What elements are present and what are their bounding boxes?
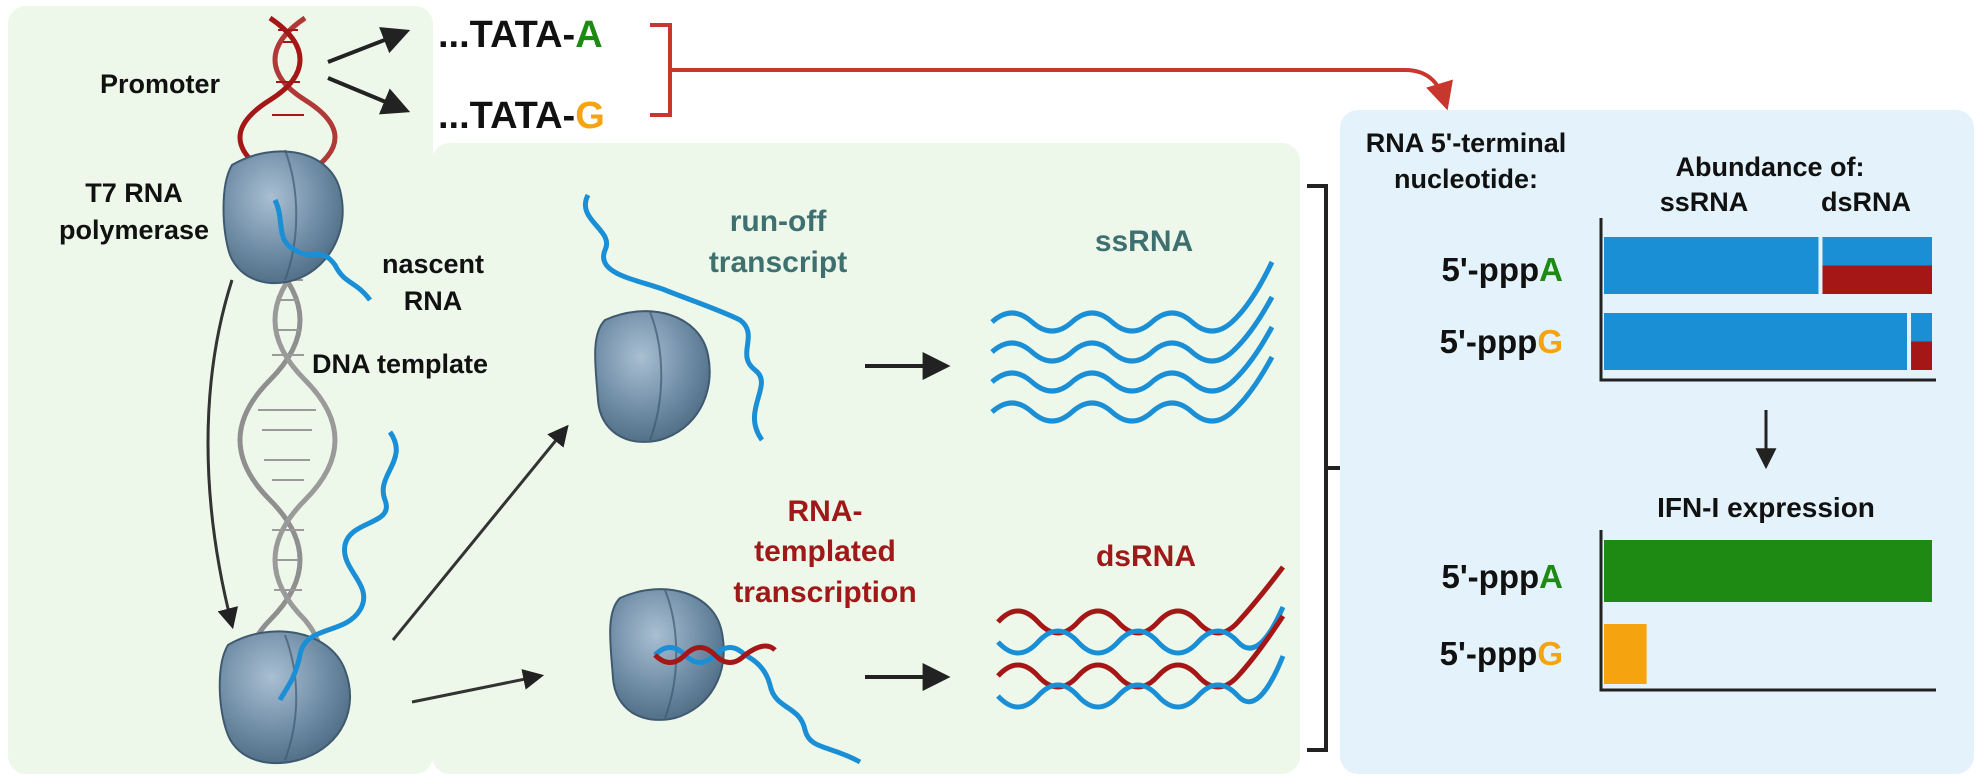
variant-bracket [650,23,672,117]
bar-a-dsrna-top [1822,237,1932,266]
rna-templated-line2: templated [754,535,896,568]
terminal-label-line2: nucleotide: [1394,164,1538,194]
bar-g-dsrna-bottom [1911,341,1932,370]
promoter-arrow-g [327,76,411,115]
bar-a-ssrna [1604,237,1819,294]
ifn-row-a: 5'-pppA [1441,558,1563,595]
terminal-label-line1: RNA 5'-terminal [1366,128,1566,158]
row-g-letter: G [1537,635,1563,672]
row-prefix: 5'-ppp [1440,635,1538,672]
ifn-chart-bars [1604,540,1932,684]
bar-ifn-g [1604,624,1647,684]
promoter-label: Promoter [100,69,221,99]
dsrna-label: dsRNA [1096,540,1196,573]
promoter-arrow-a [327,27,411,64]
row-prefix: 5'-ppp [1441,251,1539,288]
runoff-label-line1: run-off [730,205,828,238]
tata-a-letter: A [575,14,602,56]
left-panel [8,6,433,774]
polymerase-label-line1: T7 RNA [85,178,183,208]
abundance-title: Abundance of: [1676,152,1865,182]
to-runoff-arrow [391,424,569,641]
abundance-row-a: 5'-pppA [1441,251,1563,288]
col-dsrna: dsRNA [1821,187,1911,217]
nascent-label-line1: nascent [382,249,484,279]
ssrna-label: ssRNA [1095,225,1193,258]
dna-template-label: DNA template [312,349,488,379]
abundance-chart-axes [1599,218,1936,382]
translocation-arrow [206,279,239,630]
polymerase-top [222,149,344,285]
tata-a-variant: ...TATA-A [438,14,603,56]
row-a-letter: A [1539,251,1563,288]
bar-ifn-a [1604,540,1932,602]
tata-g-variant: ...TATA-G [438,95,605,137]
bar-g-ssrna [1604,313,1908,370]
outcome-bracket [1307,184,1340,752]
polymerase-runoff [594,310,711,443]
to-rna-templated-arrow [411,669,545,704]
bar-g-dsrna-top [1911,313,1932,342]
bar-a-dsrna-bottom [1822,265,1932,294]
abundance-row-g: 5'-pppG [1440,323,1563,360]
row-g-letter: G [1537,323,1563,360]
templated-rna-red [653,643,777,665]
ifn-chart-axes [1599,530,1936,692]
nascent-label-line2: RNA [404,286,463,316]
runoff-rna-strand [583,193,765,442]
row-a-letter: A [1539,558,1563,595]
ifn-row-g: 5'-pppG [1440,635,1563,672]
rna-templated-line3: transcription [733,576,916,609]
col-ssrna: ssRNA [1660,187,1749,217]
abundance-chart-bars [1604,237,1932,370]
tata-prefix: ...TATA- [438,95,575,137]
ifn-title: IFN-I expression [1657,492,1875,523]
polymerase-bottom [218,630,351,765]
released-rna-strand [277,430,399,702]
row-prefix: 5'-ppp [1440,323,1538,360]
polymerase-rna-templated [609,588,725,721]
polymerase-label-line2: polymerase [59,215,209,245]
row-prefix: 5'-ppp [1441,558,1539,595]
runoff-label-line2: transcript [709,246,847,279]
tata-g-letter: G [575,95,605,137]
nascent-rna-strand [272,198,372,302]
rna-templated-line1: RNA- [788,495,863,528]
tata-prefix: ...TATA- [438,14,575,56]
variant-to-panel-arrow [670,68,1453,111]
ssrna-strands [990,260,1275,424]
dsrna-strands [996,565,1286,710]
